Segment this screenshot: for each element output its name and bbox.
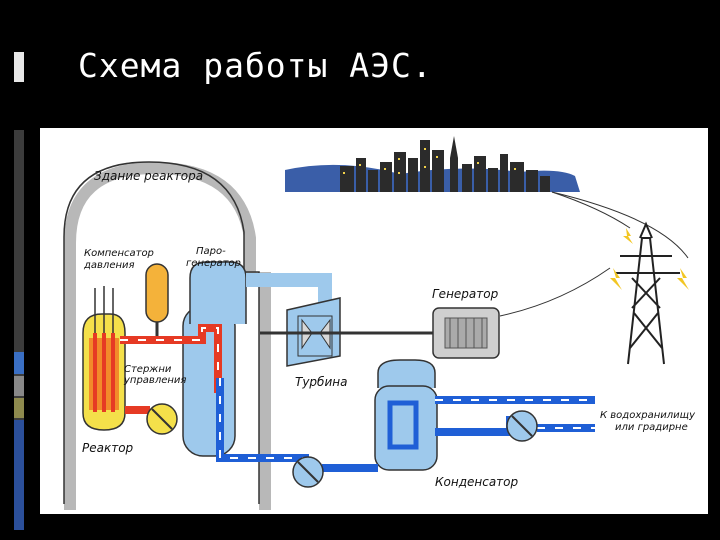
- side-bar-gray-2: [14, 376, 24, 396]
- condenser: [374, 359, 438, 471]
- label-reactor-building: Здание реактора: [94, 169, 203, 183]
- generator: [432, 307, 500, 359]
- side-bar-blue-2: [14, 420, 24, 530]
- power-line: [551, 191, 689, 259]
- reactor-building-outline: [63, 161, 260, 504]
- label-steam-gen-2: генератор: [186, 258, 241, 269]
- reactor-vessel: [82, 286, 126, 431]
- side-bar-olive: [14, 398, 24, 418]
- label-generator: Генератор: [432, 287, 499, 301]
- power-line: [499, 267, 611, 317]
- primary-loop-flow: [120, 327, 219, 393]
- secondary-loop-flow: [219, 378, 305, 459]
- lightning-sparks: [610, 228, 689, 290]
- label-pressurizer-2: давления: [83, 260, 135, 271]
- city-skyline: [285, 136, 580, 192]
- primary-pump: [146, 403, 178, 435]
- pressurizer: [145, 263, 169, 342]
- label-control-rods-1: Стержни: [124, 364, 172, 375]
- label-reactor: Реактор: [82, 441, 134, 455]
- label-steam-gen-1: Паро-: [196, 246, 226, 257]
- label-to-reservoir-1: К водохранилищу: [600, 410, 696, 421]
- label-turbine: Турбина: [295, 375, 347, 389]
- npp-diagram: Здание реактора Компенсатор давления Пар…: [40, 128, 708, 514]
- slide-title: Схема работы АЭС.: [78, 46, 433, 85]
- side-bar-blue-1: [14, 352, 24, 374]
- label-condenser: Конденсатор: [435, 475, 519, 489]
- npp-diagram-svg: Здание реактора Компенсатор давления Пар…: [63, 136, 696, 510]
- label-pressurizer-1: Компенсатор: [84, 248, 154, 259]
- label-control-rods-2: управления: [123, 375, 186, 386]
- steam-pipe: [246, 273, 332, 306]
- transmission-tower: [615, 221, 680, 365]
- cooling-pump: [506, 410, 538, 442]
- feedwater-pump: [292, 456, 324, 488]
- side-bar-gray: [14, 130, 24, 530]
- turbine: [260, 297, 435, 367]
- cooling-water-flow: [435, 399, 595, 429]
- label-to-reservoir-2: или градирне: [615, 422, 688, 433]
- title-accent-bar: [14, 52, 24, 82]
- reactor-building-wall: [64, 161, 271, 510]
- power-line: [551, 191, 631, 229]
